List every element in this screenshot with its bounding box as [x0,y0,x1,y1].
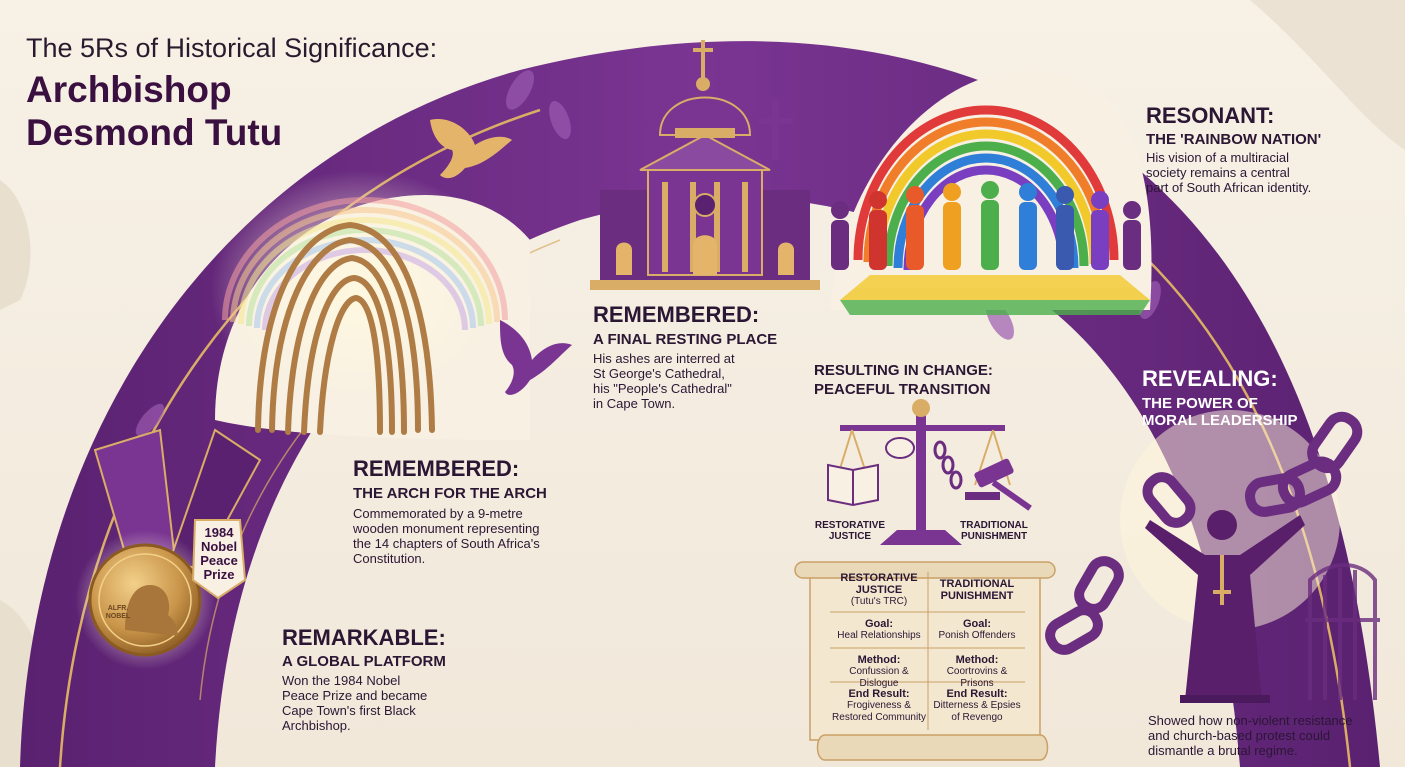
cloth-left [0,180,31,310]
wooden-arch-monument [255,221,435,435]
table-row: End Result: Ditterness & Epsies of Reven… [933,688,1021,723]
resting-subheading: A FINAL RESTING PLACE [593,331,778,348]
tutu-figure [1145,510,1305,703]
table-right-head: TRADITIONAL PUNISHMENT [939,578,1015,602]
table-row: Method: Confussion & Dislogue [849,654,909,689]
resonant-section: RESONANT: THE 'RAINBOW NATION' His visio… [1146,103,1386,195]
cloth-top-right [1250,0,1405,150]
arch-body: Commemorated by a 9-metre wooden monumen… [353,506,540,566]
medal-label: 1984 Nobel Peace Prize [200,525,238,582]
revealing-body: Showed how non-violent resistance and ch… [1148,713,1353,758]
resonant-heading: RESONANT: [1146,103,1275,128]
remarkable-subheading: A GLOBAL PLATFORM [282,653,446,670]
title-line1: The 5Rs of Historical Significance: [26,33,438,63]
scale-left-label: RESTORATIVE JUSTICE [814,520,886,542]
scroll [794,561,1056,761]
medal-inscription: ALFR. NOBEL [105,605,131,620]
remarkable-heading: REMARKABLE: [282,625,446,650]
table-row: Goal: Ponish Offenders [938,618,1016,641]
arch-section: REMEMBERED: THE ARCH FOR THE ARCH Commem… [353,456,593,566]
remarkable-body: Won the 1984 Nobel Peace Prize and becam… [282,673,428,733]
scale-right-label: TRADITIONAL PUNISHMENT [960,520,1028,542]
medal-label-shield [191,519,247,600]
change-section: RESULTING IN CHANGE: PEACEFUL TRANSITION [814,362,1014,398]
broken-chains [1045,411,1363,655]
table-row: Goal: Heal Relationships [837,618,921,641]
table-row: End Result: Frogiveness & Restored Commu… [832,688,926,723]
resonant-subheading: THE 'RAINBOW NATION' [1146,131,1322,148]
resonant-body: His vision of a multiracial society rema… [1146,150,1312,195]
prison-bars [1305,563,1380,700]
remarkable-section: REMARKABLE: A GLOBAL PLATFORM Won the 19… [282,625,502,733]
table-row: Method: Coortrovins & Prisons [946,654,1008,689]
rainbow-path [840,275,1150,315]
people-holding-hands [831,181,1141,270]
change-heading: RESULTING IN CHANGE: [814,362,993,379]
change-subheading: PEACEFUL TRANSITION [814,381,991,398]
soft-rainbow [222,197,508,331]
revealing-section: REVEALING: THE POWER OF MORAL LEADERSHIP [1142,366,1342,429]
purple-cross [758,100,793,160]
arch-heading: REMEMBERED: [353,456,520,481]
scales-of-justice [827,399,1032,545]
resting-body: His ashes are interred at St George's Ca… [593,351,735,411]
dove-gold [430,119,512,179]
revealing-heading: REVEALING: [1142,366,1278,391]
title-line2a: Archbishop [26,69,232,110]
resting-section: REMEMBERED: A FINAL RESTING PLACE His as… [593,302,803,411]
table-left-head: RESTORATIVE JUSTICE (Tutu's TRC) [840,572,918,607]
resting-heading: REMEMBERED: [593,302,760,327]
cathedral-illustration [590,40,820,290]
revealing-subheading: THE POWER OF MORAL LEADERSHIP [1142,395,1298,429]
arch-subheading: THE ARCH FOR THE ARCH [353,485,547,502]
dove-purple [500,320,572,395]
title-line2b: Desmond Tutu [26,112,283,153]
